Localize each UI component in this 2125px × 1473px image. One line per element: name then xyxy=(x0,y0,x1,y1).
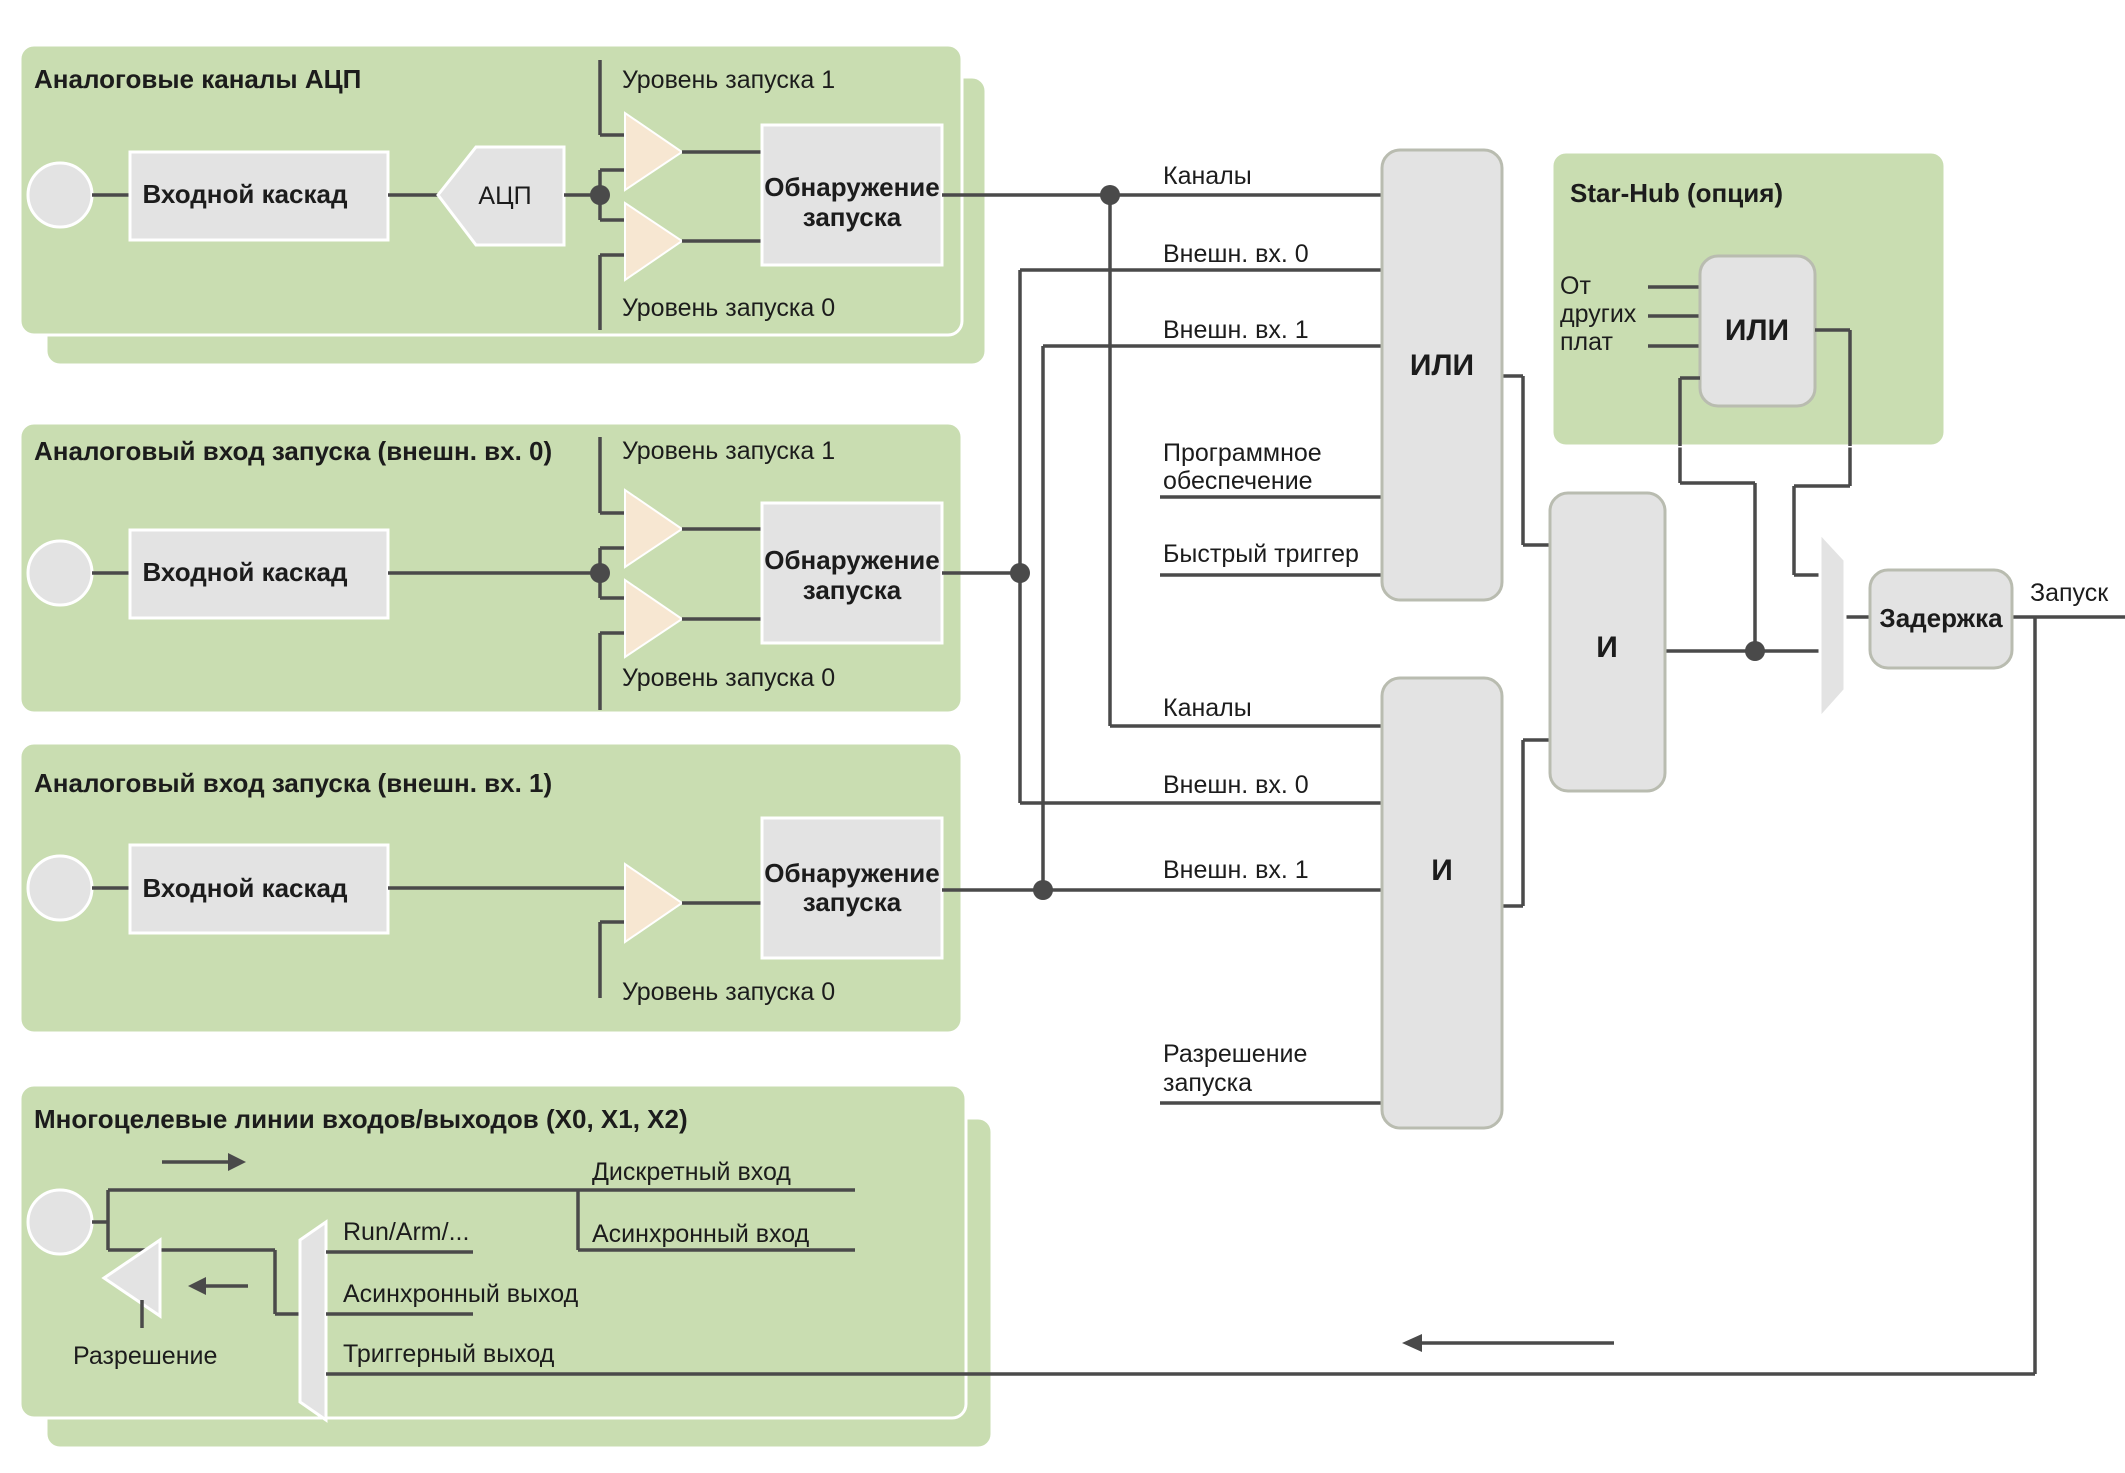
trigger-detect-label-line1: Обнаружение xyxy=(764,545,939,575)
trigger-source-mux-icon xyxy=(1818,529,1847,722)
or-input-labels: Каналы Внешн. вх. 0 Внешн. вх. 1 Програм… xyxy=(1163,162,1359,568)
input-stage-label: Входной каскад xyxy=(143,873,348,903)
panel-background xyxy=(18,421,964,715)
async-output-label: Асинхронный выход xyxy=(343,1280,579,1308)
and-gate-block xyxy=(1380,676,1504,1130)
panel-background xyxy=(18,1083,968,1420)
delay-box xyxy=(1868,568,2014,670)
trigger-detect-label-line1: Обнаружение xyxy=(764,172,939,202)
right-arrow-head-icon xyxy=(228,1153,246,1171)
enable-label: Разрешение xyxy=(73,1342,217,1370)
delay-label: Задержка xyxy=(1879,603,2003,633)
trigger-detect-label-line2: запуска xyxy=(803,202,902,232)
from-other-boards-label-line3: плат xyxy=(1560,328,1613,356)
trigger-level-0-label: Уровень запуска 0 xyxy=(622,664,835,692)
and-input-ext1-label: Внешн. вх. 1 xyxy=(1163,856,1309,884)
comparator-icon xyxy=(624,862,684,944)
comparator-icon xyxy=(624,578,684,659)
panel-star-hub: Star-Hub (опция) От других плат ИЛИ xyxy=(1550,150,1947,448)
or-input-software-label-line1: Программное xyxy=(1163,439,1322,467)
trigger-level-0-label: Уровень запуска 0 xyxy=(622,294,835,322)
panel-multipurpose-io: Многоцелевые линии входов/выходов (X0, X… xyxy=(18,1083,2035,1450)
trigger-output-name: Запуск xyxy=(2030,579,2109,607)
and-input-channels-label: Каналы xyxy=(1163,694,1252,722)
or-gate-block xyxy=(1380,148,1504,602)
panel-adc-channels: Аналоговые каналы АЦП Входной каскад АЦП… xyxy=(18,43,988,367)
from-other-boards-label-line1: От xyxy=(1560,272,1591,300)
trigger-output-label: Триггерный выход xyxy=(343,1340,555,1368)
input-stage-block xyxy=(128,528,390,620)
digital-input-label: Дискретный вход xyxy=(592,1158,791,1186)
input-connector-icon xyxy=(26,539,94,607)
and-input-labels: Каналы Внешн. вх. 0 Внешн. вх. 1 Разреше… xyxy=(1163,694,1309,1097)
and-gate-block xyxy=(1548,491,1667,793)
trigger-detect-label-line2: запуска xyxy=(803,887,902,917)
trigger-detect-label-line1: Обнаружение xyxy=(764,858,939,888)
input-stage-label: Входной каскад xyxy=(143,557,348,587)
from-other-boards-label-line2: других xyxy=(1560,300,1637,328)
output-buffer-icon xyxy=(101,1237,162,1319)
input-stage-block xyxy=(128,150,390,242)
or-input-fast-trigger-label: Быстрый триггер xyxy=(1163,540,1359,568)
comparator-icon xyxy=(624,111,684,192)
and-gate-label: И xyxy=(1431,854,1453,887)
trigger-detect-block xyxy=(760,816,944,960)
or-input-ext1-label: Внешн. вх. 1 xyxy=(1163,316,1309,344)
and-input-enable-label-line1: Разрешение xyxy=(1163,1040,1307,1068)
trigger-detect-block xyxy=(760,501,944,645)
or-input-channels-label: Каналы xyxy=(1163,162,1252,190)
and-gate-label: И xyxy=(1596,631,1618,664)
wiring xyxy=(942,185,2125,1374)
comparator-icon xyxy=(624,488,684,569)
trigger-level-1-label: Уровень запуска 1 xyxy=(622,437,835,465)
input-stage-block xyxy=(128,843,390,935)
async-input-label: Асинхронный вход xyxy=(592,1220,810,1248)
comparator-icon xyxy=(624,201,684,282)
or-gate: ИЛИ xyxy=(1380,148,1504,602)
trigger-level-0-label: Уровень запуска 0 xyxy=(622,978,835,1006)
or-gate-label: ИЛИ xyxy=(1410,349,1474,382)
io-connector-icon xyxy=(26,1188,94,1256)
input-connector-icon xyxy=(26,854,94,922)
panel-title: Многоцелевые линии входов/выходов (X0, X… xyxy=(34,1104,688,1134)
panel-title: Аналоговый вход запуска (внешн. вх. 0) xyxy=(34,436,552,466)
and-input-ext0-label: Внешн. вх. 0 xyxy=(1163,771,1309,799)
star-hub-or-label: ИЛИ xyxy=(1725,314,1789,347)
trigger-detect-block xyxy=(760,123,944,267)
feedback-arrow-head-icon xyxy=(1402,1334,1422,1352)
left-arrow-head-icon xyxy=(188,1277,206,1295)
delay-block: Задержка xyxy=(1868,568,2014,670)
input-connector-icon xyxy=(26,161,94,229)
panel-title: Аналоговые каналы АЦП xyxy=(34,64,361,94)
panel-ext-trigger-1: Аналоговый вход запуска (внешн. вх. 1) В… xyxy=(18,741,964,1035)
trigger-detect-label-line2: запуска xyxy=(803,575,902,605)
or-input-ext0-label: Внешн. вх. 0 xyxy=(1163,240,1309,268)
and-gate-right: И xyxy=(1548,491,1667,793)
adc-label: АЦП xyxy=(478,182,531,210)
trigger-level-1-label: Уровень запуска 1 xyxy=(622,66,835,94)
panel-title: Аналоговый вход запуска (внешн. вх. 1) xyxy=(34,768,552,798)
and-gate-left: И xyxy=(1380,676,1504,1130)
or-input-software-label-line2: обеспечение xyxy=(1163,467,1313,495)
input-stage-label: Входной каскад xyxy=(143,179,348,209)
run-arm-label: Run/Arm/... xyxy=(343,1218,469,1246)
panel-ext-trigger-0: Аналоговый вход запуска (внешн. вх. 0) В… xyxy=(18,421,964,715)
output-mux-icon xyxy=(298,1219,328,1423)
panel-title: Star-Hub (опция) xyxy=(1570,178,1783,208)
and-input-enable-label-line2: запуска xyxy=(1163,1069,1252,1097)
